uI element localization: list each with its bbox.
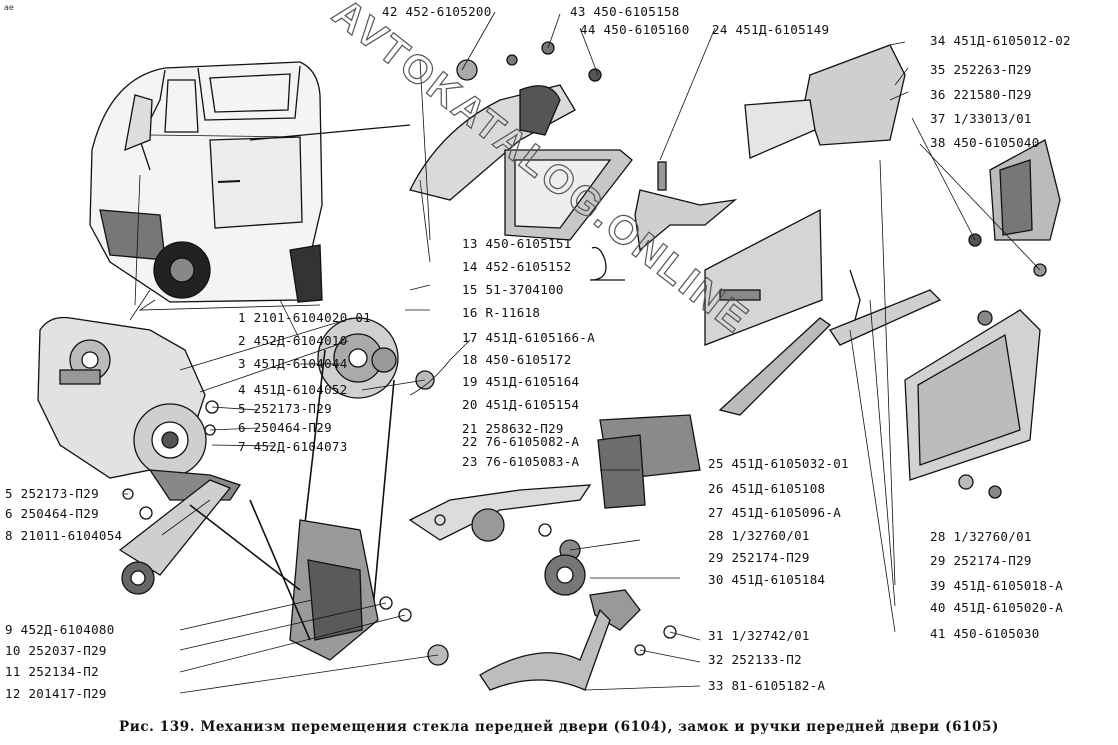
corner-mark: ае (4, 3, 14, 12)
callout-label: 1 2101-6104020-01 (238, 310, 371, 325)
callout-label: 19 451Д-6105164 (462, 374, 579, 389)
callout-label: 32 252133-П2 (708, 652, 802, 667)
callouts-left: 1 2101-6104020-01 2 452Д-6104010 3 451Д-61… (5, 310, 371, 701)
callout-label: 5 252173-П29 (238, 401, 332, 416)
callouts-top: 42 452-6105200 43 450-6105158 44 450-61051… (382, 4, 829, 37)
vehicle-cab-illustration (89, 61, 323, 311)
window-regulator-assembly (37, 316, 449, 666)
callout-label: 44 450-6105160 (580, 22, 690, 37)
callout-label: 37 1/33013/01 (930, 111, 1032, 126)
callout-label: 24 451Д-6105149 (712, 22, 829, 37)
callout-label: 38 450-6105040 (930, 135, 1040, 150)
callout-label: 28 1/32760/01 (708, 528, 810, 543)
callout-label: 18 450-6105172 (462, 352, 572, 367)
callout-label: 27 451Д-6105096-А (708, 505, 841, 520)
callout-label: 17 451Д-6105166-А (462, 330, 595, 345)
callout-label: 40 451Д-6105020-А (930, 600, 1063, 615)
right-lock-housing (744, 44, 1061, 499)
callout-label: 5 252173-П29 (5, 486, 99, 501)
callout-label: 23 76-6105083-А (462, 454, 580, 469)
callout-label: 41 450-6105030 (930, 626, 1040, 641)
callout-label: 8 21011-6104054 (5, 528, 122, 543)
callout-label: 3 451Д-6104044 (238, 356, 348, 371)
callout-label: 11 252134-П2 (5, 664, 99, 679)
callout-label: 30 451Д-6105184 (708, 572, 825, 587)
callout-label: 9 452Д-6104080 (5, 622, 115, 637)
callouts-right: 34 451Д-6105012-02 35 252263-П29 36 221580… (930, 33, 1071, 641)
callout-label: 42 452-6105200 (382, 4, 492, 19)
callout-label: 28 1/32760/01 (930, 529, 1032, 544)
callout-label: 22 76-6105082-А (462, 434, 580, 449)
callout-label: 12 201417-П29 (5, 686, 107, 701)
door-lock-mechanism (408, 41, 832, 691)
callout-label: 31 1/32742/01 (708, 628, 810, 643)
callout-label: 15 51-3704100 (462, 282, 564, 297)
callout-label: 2 452Д-6104010 (238, 333, 348, 348)
callout-label: 16 R-11618 (462, 305, 540, 320)
callout-label: 34 451Д-6105012-02 (930, 33, 1071, 48)
leader-lines (124, 11, 1041, 694)
callout-label: 6 250464-П29 (5, 506, 99, 521)
callout-label: 14 452-6105152 (462, 259, 572, 274)
figure-caption: Рис. 139. Механизм перемещения стекла пе… (118, 719, 1000, 735)
callout-label: 25 451Д-6105032-01 (708, 456, 849, 471)
callout-label: 21 258632-П29 (462, 421, 564, 436)
callout-label: 20 451Д-6105154 (462, 397, 579, 412)
callout-label: 26 451Д-6105108 (708, 481, 825, 496)
callout-label: 7 452Д-6104073 (238, 439, 348, 454)
callouts-center: 13 450-6105151 14 452-6105152 15 51-370410… (462, 236, 849, 693)
callout-label: 39 451Д-6105018-А (930, 578, 1063, 593)
callout-label: 36 221580-П29 (930, 87, 1032, 102)
callout-label: 13 450-6105151 (462, 236, 572, 251)
callout-label: 29 252174-П29 (930, 553, 1032, 568)
callout-label: 35 252263-П29 (930, 62, 1032, 77)
callout-label: 33 81-6105182-А (708, 678, 826, 693)
callout-label: 6 250464-П29 (238, 420, 332, 435)
callout-label: 4 451Д-6104052 (238, 382, 348, 397)
callout-label: 10 252037-П29 (5, 643, 107, 658)
callout-label: 29 252174-П29 (708, 550, 810, 565)
callout-label: 43 450-6105158 (570, 4, 680, 19)
